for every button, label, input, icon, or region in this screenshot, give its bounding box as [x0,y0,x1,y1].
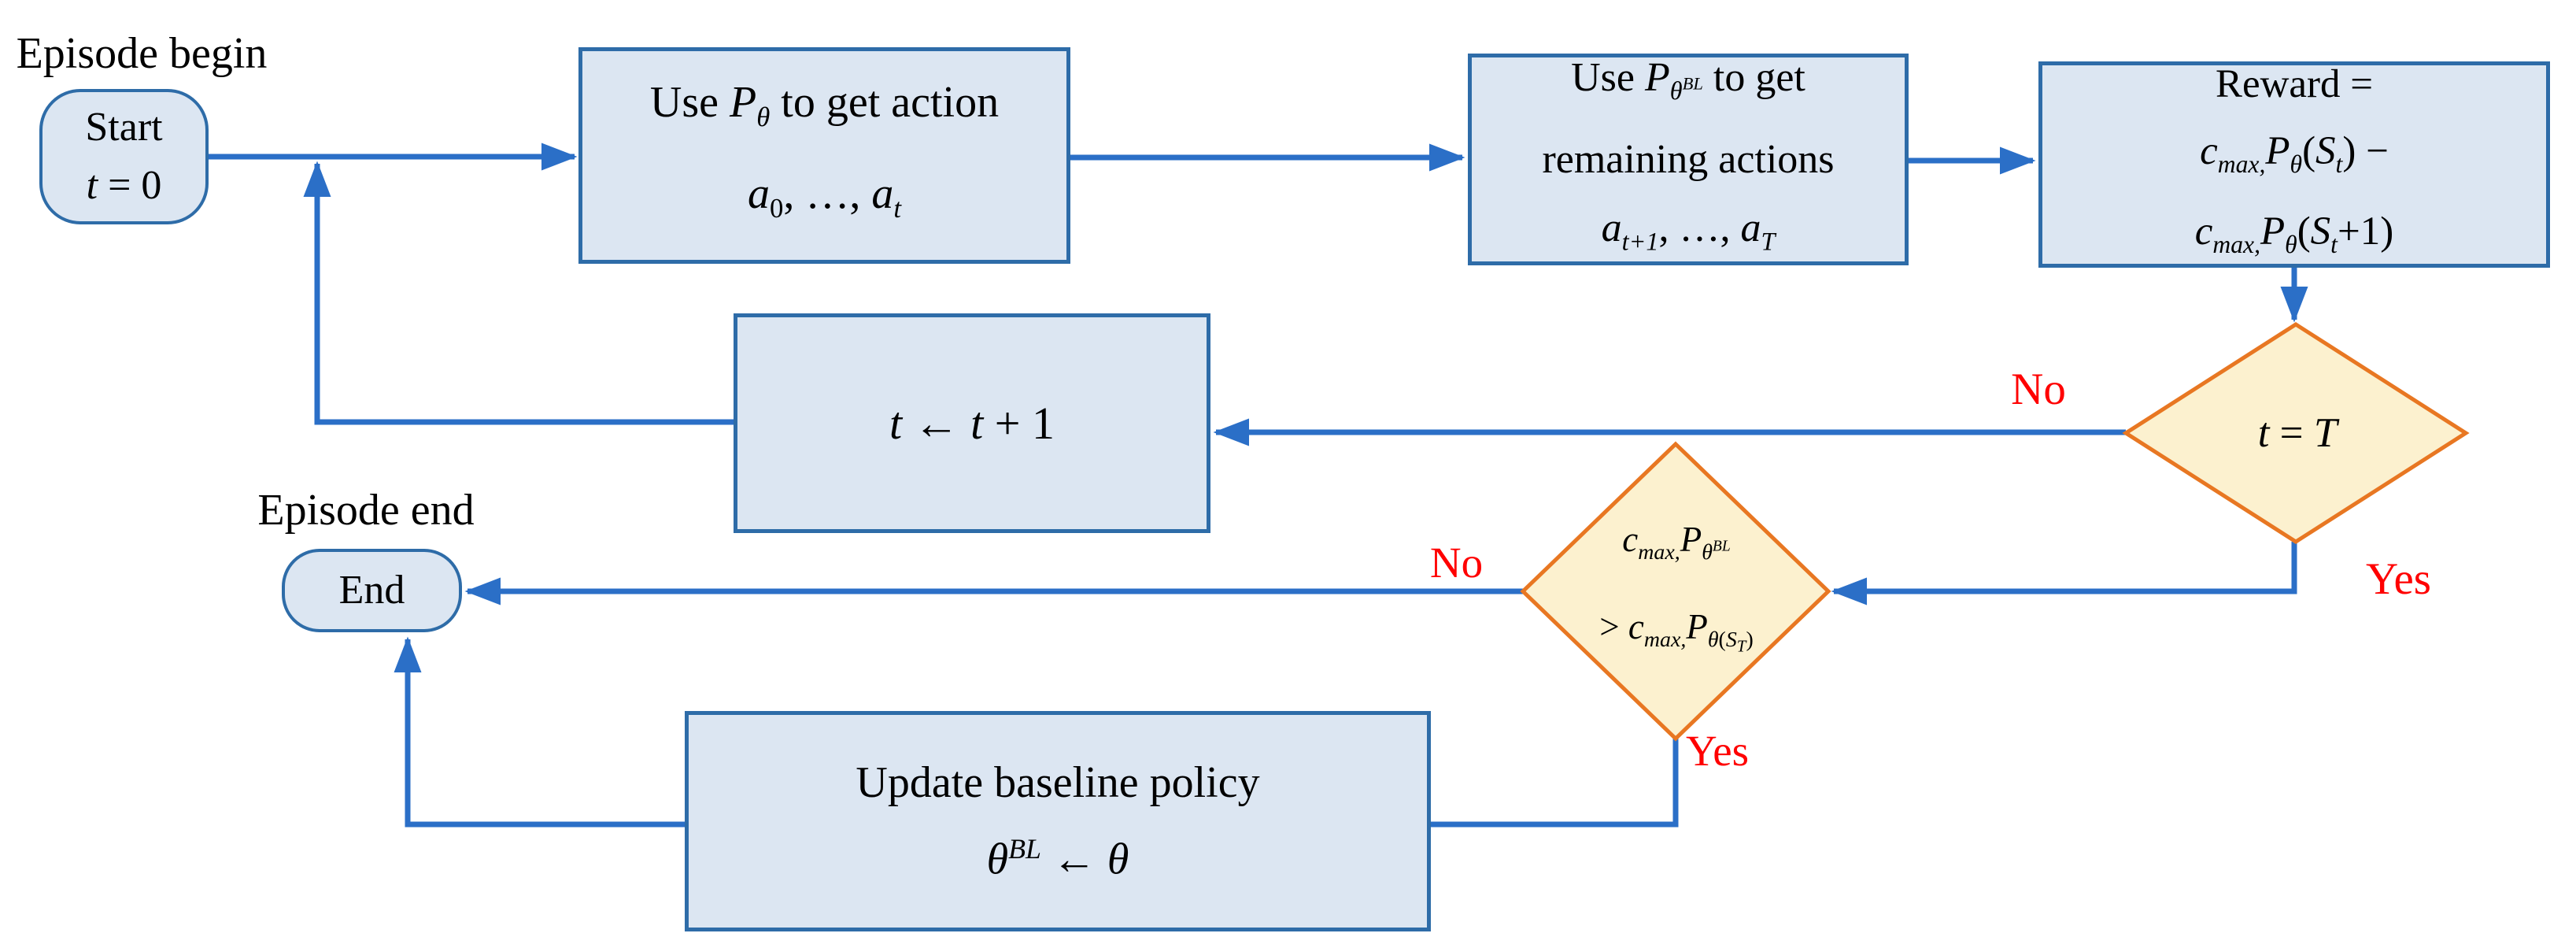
increment-text: t ← t + 1 [889,397,1055,449]
episode-end-label: Episode end [257,486,475,535]
end-title: End [338,568,405,613]
branch-label-t-no: No [2011,365,2066,414]
get-action-node: Use Pθ to get action a0, …, at [578,47,1070,264]
increment-node: t ← t + 1 [734,313,1210,533]
decision-t-equals-T-shape [2122,322,2470,544]
get-remaining-line1: Use PθBL to get [1571,54,1805,105]
update-baseline-line1: Update baseline policy [856,758,1260,808]
baseline-check-line1: cmax,PθBL [1622,519,1731,565]
end-node: End [282,549,462,632]
episode-begin-label: Episode begin [16,29,268,78]
connector-decision-t-yes-to-baseline-check [1831,542,2297,605]
get-remaining-node: Use PθBL to get remaining actions at+1, … [1468,54,1909,265]
reward-line3: cmax,Pθ(St+1) [2194,209,2394,258]
branch-label-t-yes: Yes [2366,554,2431,604]
reward-line1: Reward = [2215,62,2374,107]
decision-baseline-check: cmax,PθBL > cmax,Pθ(ST) [1527,508,1826,677]
reward-node: Reward = cmax,Pθ(St) − cmax,Pθ(St+1) [2038,61,2550,268]
decision-t-equals-T: t = T [2129,390,2466,476]
decision-t-equals-T-text: t = T [2257,410,2338,456]
update-baseline-line2: θBL ← θ [986,833,1129,884]
decision-baseline-check-shape [1520,441,1831,742]
baseline-check-line2: > cmax,Pθ(ST) [1599,606,1754,656]
start-node: Start t = 0 [39,89,209,224]
branch-label-baseline-no: No [1429,539,1484,587]
reward-line2: cmax,Pθ(St) − [2200,129,2389,179]
branch-label-baseline-yes: Yes [1686,727,1750,775]
start-title: Start [85,105,163,150]
get-remaining-line3: at+1, …, aT [1601,206,1776,256]
connector-update-to-end [394,636,685,828]
update-baseline-node: Update baseline policy θBL ← θ [685,711,1431,931]
get-action-line1: Use Pθ to get action [649,78,1000,133]
get-action-line2: a0, …, at [747,168,901,224]
connector-increment-loop-back [303,161,734,425]
get-remaining-line2: remaining actions [1542,137,1835,182]
start-t-zero: t = 0 [86,163,162,208]
